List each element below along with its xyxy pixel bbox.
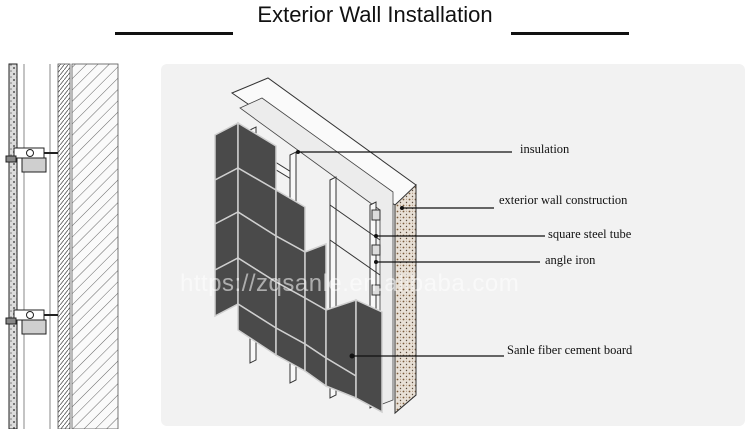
label-exterior-wall-construction: exterior wall construction (499, 193, 628, 207)
label-angle-iron: angle iron (545, 253, 596, 267)
lower-bracket (5, 309, 58, 335)
board-layer (8, 63, 18, 429)
cement-boards (214, 121, 383, 414)
label-insulation: insulation (520, 142, 570, 156)
section-diagram (5, 63, 119, 429)
page-title: Exterior Wall Installation (257, 2, 493, 27)
leader-dots (296, 150, 404, 359)
upper-bracket (5, 147, 58, 173)
title-rule-left (115, 32, 233, 35)
leader-lines (298, 151, 545, 357)
label-square-steel-tube: square steel tube (548, 227, 632, 241)
wall-layer (71, 63, 119, 429)
title-rule-right (511, 32, 629, 35)
label-fiber-cement-board: Sanle fiber cement board (507, 343, 633, 357)
insulation-layer (57, 63, 71, 429)
